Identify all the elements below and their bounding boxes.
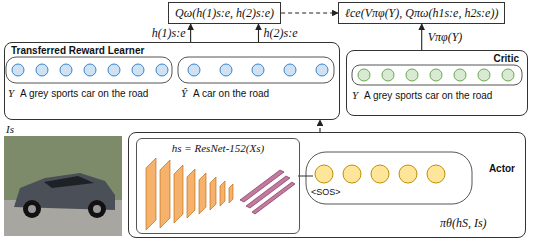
panel-title: Transferred Reward Learner [11,45,144,57]
fc-layer [252,182,295,214]
car-hub [93,205,101,213]
module-panel: Transferred Reward Learner [4,42,340,120]
rnn-cell [478,69,490,81]
module-panel: Critic [346,50,528,116]
rnn-cell [156,64,168,76]
text-label: A grey sports car on the road [20,88,148,100]
photo-background [4,136,122,236]
rnn-cell [406,69,418,81]
text-label: Y [352,89,358,102]
encoder-box: hs = ResNet-152(Xs) [136,138,300,234]
equation-text: ℓce(Vπφ(Y), Qπω(h1s:e, h2s:e)) [345,5,498,21]
connector-arrow [258,24,259,42]
car-wheel [88,200,106,218]
rnn-cell [502,69,514,81]
rnn-cell [454,69,466,81]
conv-layer [229,184,233,203]
rnn-cell [343,165,361,183]
feature-wire [298,176,313,177]
critic-cells [352,65,522,85]
text-label: A grey sports car on the road [364,90,492,102]
car-window [44,176,94,188]
conv-layer [174,165,183,223]
sequence-frame [6,57,172,83]
text-label: Is [6,123,14,136]
conv-layer [187,169,195,218]
equation-box: Qω(h(1)s:e, h(2)s:e) [168,2,281,24]
conv-layer [160,160,170,228]
rnn-cell [108,64,120,76]
rnn-cell [132,64,144,76]
rnn-cell [220,64,232,76]
text-label: πθ(hS, Is) [440,216,487,230]
sequence-frame [306,152,472,204]
conv-layer [146,158,156,230]
edge-label: h(1)s:e [151,26,187,40]
car-wheel [23,200,41,218]
rnn-cell [36,64,48,76]
rnn-cell [427,165,445,183]
conv-layer [220,181,225,206]
text-label: A car on the road [193,88,269,100]
car-photo [4,136,122,236]
text-label: Ŷ [181,87,187,100]
rnn-cell [399,165,417,183]
panel-title: Critic [493,53,519,65]
rnn-cell [358,69,370,81]
text-label: <SOS> [311,187,341,198]
connector-arrow [319,120,320,132]
edge-label: Vπφ(Y) [427,30,464,44]
sequence-frame [178,57,334,83]
reward-encoder-cells [6,57,334,83]
conv-layer [199,173,206,214]
rnn-cell [252,64,264,76]
fc-layers [240,170,295,214]
connector-arrow [281,12,338,13]
rnn-cell [430,69,442,81]
rnn-cell [316,64,328,76]
actor-cells [298,152,472,204]
encoder-label: hs = ResNet-152(Xs) [137,142,299,155]
car-hub [28,205,36,213]
rnn-cell [382,69,394,81]
rnn-cell [371,165,389,183]
cnn-layers [146,158,233,230]
equation-text: Qω(h(1)s:e, h(2)s:e) [175,5,274,21]
text-label: Y [8,87,14,100]
connector-arrow [190,24,191,42]
rnn-cell [60,64,72,76]
panel-title: Actor [489,163,515,175]
rnn-cell [84,64,96,76]
rnn-cell [12,64,24,76]
connector-arrow [421,24,422,50]
rnn-cell [188,64,200,76]
rnn-cell [315,165,333,183]
edge-label: h(2)s:e [262,26,298,40]
conv-layer [210,177,216,210]
sequence-frame [352,65,522,85]
equation-box: ℓce(Vπφ(Y), Qπω(h1s:e, h2s:e)) [338,2,505,24]
rnn-cell [284,64,296,76]
